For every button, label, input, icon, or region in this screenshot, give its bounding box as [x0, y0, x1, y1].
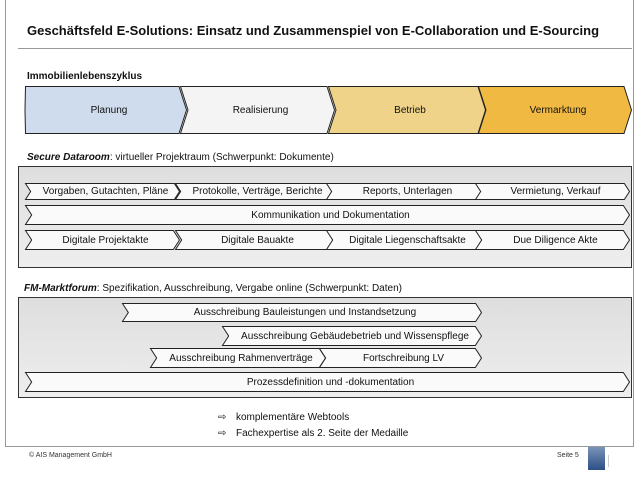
footer-copyright: © AIS Management GmbH — [29, 452, 112, 459]
chevron-shape — [24, 230, 181, 250]
item-label: Vermietung, Verkauf — [510, 186, 601, 197]
chevron-shape — [318, 348, 483, 368]
dataroom-communication: Kommunikation und Dokumentation — [24, 205, 631, 225]
arrow-right-icon: ⇨ — [218, 412, 227, 423]
item-label: Ausschreibung Bauleistungen und Instands… — [193, 307, 417, 318]
marktforum-item: Ausschreibung Rahmenverträge — [149, 348, 327, 368]
chevron-shape — [474, 183, 631, 200]
arrow-right-icon: ⇨ — [218, 428, 227, 439]
dataroom-title: Secure Dataroom — [27, 152, 110, 163]
bullet: ⇨ Fachexpertise als 2. Seite der Medaille — [218, 428, 408, 439]
bullet-text: Fachexpertise als 2. Seite der Medaille — [236, 428, 409, 439]
phase-betrieb: Betrieb — [327, 86, 487, 134]
chevron-shape — [24, 86, 188, 134]
item-label: Digitale Liegenschaftsakte — [349, 234, 466, 246]
phase-label: Vermarktung — [529, 104, 587, 116]
marktforum-title: FM-Marktforum — [24, 283, 97, 294]
phase-label: Betrieb — [394, 104, 426, 116]
dataroom-item: Vermietung, Verkauf — [474, 183, 631, 200]
bullet: ⇨ komplementäre Webtools — [218, 412, 349, 423]
item-label: Fortschreibung LV — [363, 352, 444, 364]
marktforum-process: Prozessdefinition und -dokumentation — [24, 372, 631, 392]
phase-vermarktung: Vermarktung — [477, 86, 633, 134]
logo-tagline — [608, 455, 617, 467]
footer-divider — [5, 446, 617, 447]
title-divider — [18, 48, 632, 49]
chevron-shape — [24, 205, 631, 225]
ais-logo — [588, 447, 605, 470]
lifecycle-label: Immobilienlebenszyklus — [27, 71, 143, 82]
item-label: Reports, Unterlagen — [362, 186, 453, 197]
chevron-shape — [221, 326, 483, 346]
bullet-text: komplementäre Webtools — [236, 412, 350, 423]
dataroom-subtitle: : virtueller Projektraum (Schwerpunkt: D… — [109, 152, 334, 163]
phase-label: Realisierung — [232, 104, 289, 116]
item-label: Ausschreibung Gebäudebetrieb und Wissens… — [241, 330, 469, 342]
dataroom-item: Digitale Liegenschaftsakte — [325, 230, 484, 250]
footer-page-number: Seite 5 — [557, 452, 579, 459]
item-label: Digitale Bauakte — [221, 234, 294, 246]
marktforum-item: Ausschreibung Bauleistungen und Instands… — [121, 303, 483, 322]
marktforum-item: Ausschreibung Gebäudebetrieb und Wissens… — [221, 326, 483, 346]
chevron-shape — [477, 86, 633, 134]
item-label: Digitale Projektakte — [62, 234, 149, 246]
phase-realisierung: Realisierung — [179, 86, 336, 134]
item-label: Ausschreibung Rahmenverträge — [169, 352, 313, 364]
dataroom-item: Due Diligence Akte — [474, 230, 631, 250]
marktforum-subtitle: : Spezifikation, Ausschreibung, Vergabe … — [96, 283, 402, 294]
chevron-shape — [474, 230, 631, 250]
marktforum-label: FM-Marktforum: Spezifikation, Ausschreib… — [24, 283, 402, 294]
item-label: Due Diligence Akte — [513, 234, 598, 246]
item-label: Prozessdefinition und -dokumentation — [246, 376, 415, 388]
dataroom-item: Reports, Unterlagen — [325, 183, 484, 200]
phase-planung: Planung — [24, 86, 188, 134]
phase-label: Planung — [90, 104, 128, 116]
chevron-shape — [179, 86, 336, 134]
dataroom-item: Vorgaben, Gutachten, Pläne — [24, 183, 181, 200]
item-label: Protokolle, Verträge, Berichte — [192, 186, 323, 197]
chevron-shape — [24, 372, 631, 392]
dataroom-label: Secure Dataroom: virtueller Projektraum … — [27, 152, 334, 163]
page-title: Geschäftsfeld E-Solutions: Einsatz und Z… — [27, 23, 600, 38]
dataroom-item: Digitale Bauakte — [174, 230, 335, 250]
chevron-shape — [24, 183, 181, 200]
item-label: Vorgaben, Gutachten, Pläne — [42, 186, 169, 197]
dataroom-item: Protokolle, Verträge, Berichte — [174, 183, 335, 200]
marktforum-item: Fortschreibung LV — [318, 348, 483, 368]
item-label: Kommunikation und Dokumentation — [251, 209, 410, 221]
chevron-shape — [121, 303, 483, 322]
dataroom-item: Digitale Projektakte — [24, 230, 181, 250]
